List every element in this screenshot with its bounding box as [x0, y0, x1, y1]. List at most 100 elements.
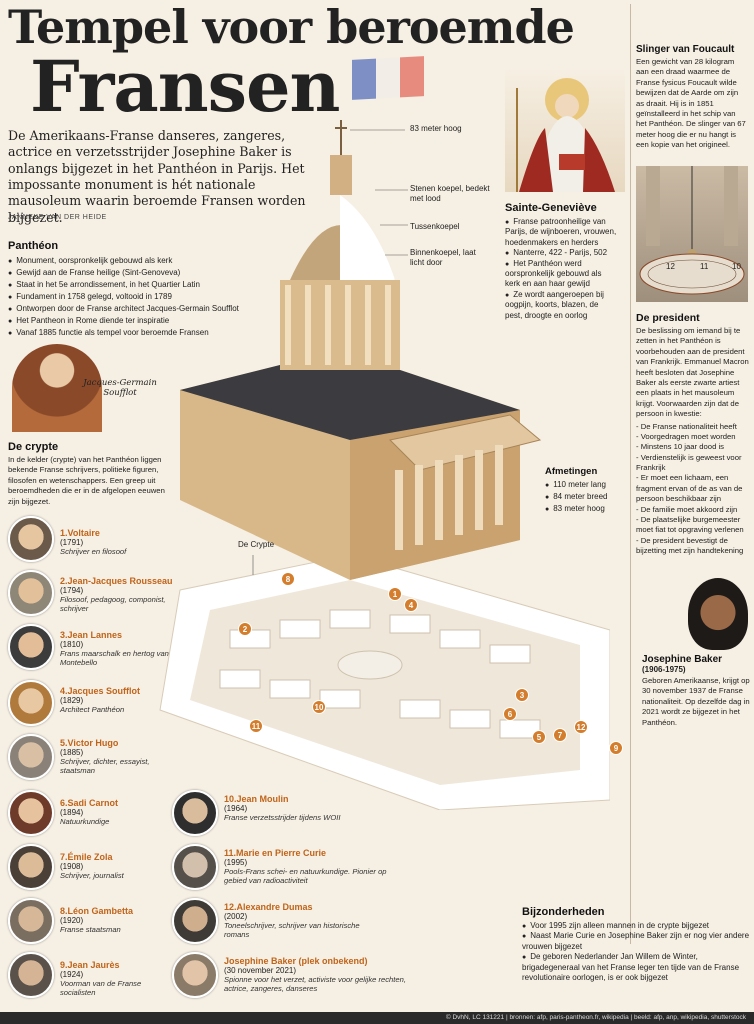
person-desc: Pools-Frans schei- en natuurkundige. Pio…: [224, 867, 387, 886]
baker-years: (1906-1975): [642, 665, 686, 674]
person-name: 9.Jean Jaurès: [60, 960, 120, 970]
person-desc: Schrijver en filosoof: [60, 547, 127, 556]
portrait: [8, 624, 54, 670]
bijzonderheid-item: Naast Marie Curie en Josephine Baker zij…: [522, 931, 750, 952]
intro-text: De Amerikaans-Franse danseres, zangeres,…: [8, 128, 306, 225]
portrait: [172, 844, 218, 890]
crypt-marker: 1: [388, 587, 402, 601]
person-desc: Architect Panthéon: [60, 705, 125, 714]
person-name: 3.Jean Lannes: [60, 630, 123, 640]
afmeting-item: 83 meter hoog: [545, 503, 635, 515]
person-entry: Josephine Baker (plek onbekend)(30 novem…: [172, 952, 414, 998]
afmeting-item: 84 meter breed: [545, 491, 635, 503]
person-entry: 9.Jean Jaurès(1924)Voorman van de Franse…: [8, 952, 170, 998]
person-desc: Filosoof, pedagoog, componist, schrijver: [60, 595, 166, 614]
genevieve-item: Franse patroonheilige van Parijs, de wij…: [505, 217, 617, 248]
person-year: (1894): [60, 808, 84, 817]
portrait: [172, 952, 218, 998]
president-text: De beslissing om iemand bij te zetten in…: [636, 326, 749, 419]
person-year: (1995): [224, 858, 248, 867]
person-desc: Schrijver, journalist: [60, 871, 124, 880]
crypt-marker: 4: [404, 598, 418, 612]
genevieve-item: Het Panthéon werd oorspronkelijk gebouwd…: [505, 259, 617, 290]
person-name: 4.Jacques Soufflot: [60, 686, 141, 696]
pantheon-fact: Staat in het 5e arrondissement, in het Q…: [8, 279, 298, 291]
afmetingen-heading: Afmetingen: [545, 466, 598, 477]
person-name: 8.Léon Gambetta: [60, 906, 134, 916]
person-year: (1794): [60, 586, 84, 595]
portrait: [172, 898, 218, 944]
label-height: 83 meter hoog: [410, 124, 462, 133]
condition-item: - Minstens 10 jaar dood is: [636, 442, 725, 452]
foucault-section: Slinger van Foucault Een gewicht van 28 …: [636, 44, 748, 151]
person-name: 7.Émile Zola: [60, 852, 113, 862]
condition-item: - Verdienstelijk is geweest voor Frankri…: [636, 452, 742, 473]
josephine-baker-portrait: [688, 578, 748, 650]
person-year: (1920): [60, 916, 84, 925]
person-desc: Natuurkundige: [60, 817, 110, 826]
condition-item: - Voorgedragen moet worden: [636, 431, 736, 441]
genevieve-image: [505, 68, 625, 192]
person-year: (1810): [60, 640, 84, 649]
person-desc: Franse verzetsstrijder tijdens WOII: [224, 813, 341, 822]
label-crypte: De Crypte: [238, 540, 275, 549]
pendulum-icon: [639, 166, 745, 295]
person-entry: 7.Émile Zola(1908)Schrijver, journalist: [8, 844, 170, 890]
person-year: (1885): [60, 748, 84, 757]
foucault-text: Een gewicht van 28 kilogram aan een draa…: [636, 57, 746, 150]
pantheon-building: [180, 120, 542, 580]
crypt-plan: [159, 554, 610, 810]
crypt-marker: 2: [238, 622, 252, 636]
president-conditions: - De Franse nationaliteit heeft - Voorge…: [636, 422, 750, 557]
byline: JANNEKE VAN DER HEIDE: [8, 214, 107, 221]
pantheon-facts: Panthéon Monument, oorspronkelijk gebouw…: [8, 240, 298, 339]
label-inner-dome: Binnenkoepel, laat licht door: [410, 248, 476, 267]
baker-section: Josephine Baker (1906-1975) Geboren Amer…: [642, 654, 750, 728]
person-desc: Spionne voor het verzet, activiste voor …: [224, 975, 406, 994]
french-flag-icon: [352, 56, 424, 100]
genevieve-item: Nanterre, 422 - Parijs, 502: [505, 248, 617, 258]
condition-item: - De plaatselijke burgemeester moet fiat…: [636, 515, 744, 535]
pantheon-fact: Fundament in 1758 gelegd, voltooid in 17…: [8, 291, 298, 303]
pantheon-heading: Panthéon: [8, 240, 59, 252]
pantheon-fact: Gewijd aan de Franse heilige (Sint-Genov…: [8, 267, 298, 279]
crypt-marker: 11: [249, 719, 263, 733]
portrait: [172, 790, 218, 836]
genevieve-section: Sainte-Geneviève Franse patroonheilige v…: [505, 202, 617, 321]
person-name: 2.Jean-Jacques Rousseau: [60, 576, 173, 586]
bijzonderheid-item: De geboren Nederlander Jan Willem de Win…: [522, 952, 750, 983]
crypt-marker: 5: [532, 730, 546, 744]
crypt-marker: 10: [312, 700, 326, 714]
foucault-photo: 12 11 10: [636, 166, 748, 302]
dial-12: 12: [666, 262, 675, 271]
person-name: 5.Victor Hugo: [60, 738, 119, 748]
portrait: [8, 680, 54, 726]
soufflot-caption: Jacques-Germain Soufflot: [83, 378, 157, 398]
person-entry: 10.Jean Moulin(1964)Franse verzetsstrijd…: [172, 790, 344, 836]
afmeting-item: 110 meter lang: [545, 479, 635, 491]
foucault-heading: Slinger van Foucault: [636, 44, 735, 55]
label-middle-dome: Tussenkoepel: [410, 222, 460, 231]
person-desc: Franse staatsman: [60, 925, 121, 934]
person-year: (1924): [60, 970, 84, 979]
portrait: [8, 844, 54, 890]
portrait: [8, 898, 54, 944]
person-desc: Toneelschrijver, schrijver van historisc…: [224, 921, 360, 940]
portrait: [8, 790, 54, 836]
genevieve-heading: Sainte-Geneviève: [505, 202, 597, 214]
person-entry: 4.Jacques Soufflot(1829)Architect Panthé…: [8, 680, 180, 726]
person-year: (1791): [60, 538, 84, 547]
column-divider: [630, 4, 631, 944]
person-year: (1908): [60, 862, 84, 871]
crypt-marker: 7: [553, 728, 567, 742]
pantheon-fact: Vanaf 1885 functie als tempel voor beroe…: [8, 327, 298, 339]
soufflot-portrait: [12, 344, 102, 432]
person-desc: Voorman van de Franse socialisten: [60, 979, 142, 998]
person-entry: 1.Voltaire(1791)Schrijver en filosoof: [8, 516, 180, 562]
person-name: 11.Marie en Pierre Curie: [224, 848, 327, 858]
person-name: 12.Alexandre Dumas: [224, 902, 313, 912]
person-name: Josephine Baker (plek onbekend): [224, 956, 368, 966]
afmetingen-box: Afmetingen 110 meter lang 84 meter breed…: [545, 466, 635, 515]
portrait: [8, 570, 54, 616]
person-entry: 2.Jean-Jacques Rousseau(1794)Filosoof, p…: [8, 570, 180, 616]
